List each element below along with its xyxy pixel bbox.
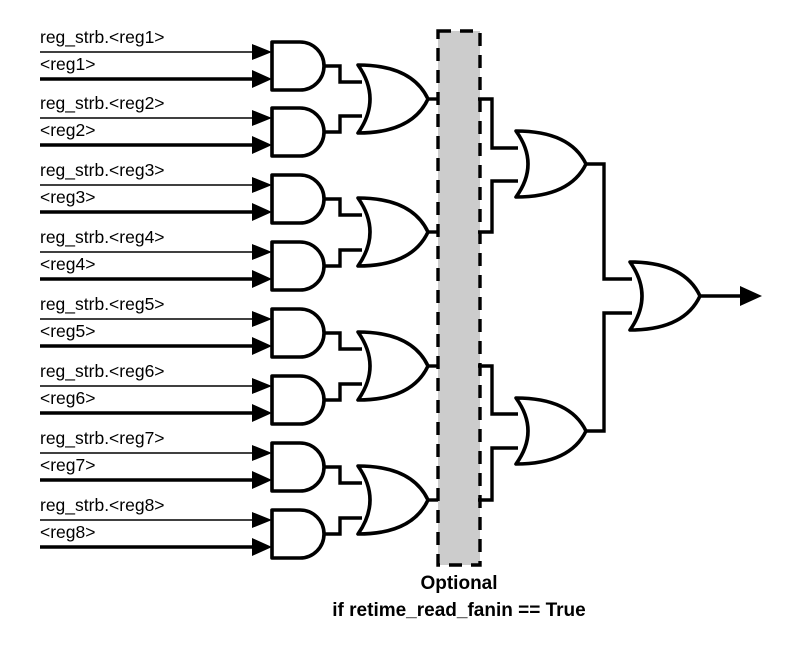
input-strobe-label-3: reg_strb.<reg3> <box>40 160 165 181</box>
and-gate-8 <box>270 508 326 560</box>
input-data-label-7: <reg7> <box>40 455 95 475</box>
wire-and5-to-or3 <box>324 331 362 351</box>
input-group-7: reg_strb.<reg7> <reg7> <box>40 428 272 489</box>
input-data-label-4: <reg4> <box>40 254 95 274</box>
input-data-arrow-4 <box>252 270 272 288</box>
optional-caption-line1: Optional <box>420 573 497 594</box>
input-strobe-label-7: reg_strb.<reg7> <box>40 428 165 449</box>
input-strobe-arrow-3 <box>252 177 272 193</box>
input-group-8: reg_strb.<reg8> <reg8> <box>40 495 272 556</box>
or-gate-stage1-2 <box>356 196 430 268</box>
input-data-arrow-7 <box>252 471 272 489</box>
wire-and8-to-or4 <box>324 516 362 536</box>
input-strobe-arrow-8 <box>252 512 272 528</box>
input-data-label-5: <reg5> <box>40 321 95 341</box>
input-strobe-label-2: reg_strb.<reg2> <box>40 93 165 114</box>
input-strobe-label-6: reg_strb.<reg6> <box>40 361 165 382</box>
and-gate-1 <box>270 40 326 92</box>
wire-and6-to-or3 <box>324 382 362 402</box>
wire-and3-to-or2 <box>324 197 362 217</box>
input-strobe-arrow-2 <box>252 110 272 126</box>
and-gate-6 <box>270 374 326 426</box>
and-gate-5 <box>270 307 326 359</box>
or-gate-stage1-3 <box>356 330 430 402</box>
input-data-arrow-6 <box>252 404 272 422</box>
wire-or5-to-or7-in1 <box>584 162 632 281</box>
output-arrow <box>740 286 762 306</box>
input-data-label-8: <reg8> <box>40 522 95 542</box>
wire-box-to-or6-in1 <box>478 364 518 416</box>
wire-box-to-or5-in1 <box>478 97 518 150</box>
input-strobe-label-8: reg_strb.<reg8> <box>40 495 165 516</box>
input-data-label-1: <reg1> <box>40 54 95 74</box>
input-strobe-arrow-5 <box>252 311 272 327</box>
wire-and7-to-or4 <box>324 465 362 485</box>
wire-and2-to-or1 <box>324 114 362 134</box>
input-strobe-arrow-1 <box>252 44 272 60</box>
input-data-arrow-3 <box>252 203 272 221</box>
wire-and1-to-or1 <box>324 64 362 84</box>
input-strobe-label-1: reg_strb.<reg1> <box>40 27 165 48</box>
or-gate-final <box>628 260 702 332</box>
or-gate-stage1-1 <box>356 63 430 135</box>
input-strobe-arrow-4 <box>252 244 272 260</box>
and-gate-4 <box>270 240 326 292</box>
wire-and4-to-or2 <box>324 248 362 268</box>
input-data-arrow-1 <box>252 70 272 88</box>
input-data-label-6: <reg6> <box>40 388 95 408</box>
input-group-1: reg_strb.<reg1> <reg1> <box>40 27 272 88</box>
wire-box-to-or6-in2 <box>478 446 518 502</box>
input-group-5: reg_strb.<reg5> <reg5> <box>40 294 272 355</box>
and-gate-2 <box>270 106 326 158</box>
input-strobe-label-5: reg_strb.<reg5> <box>40 294 165 315</box>
input-data-arrow-5 <box>252 337 272 355</box>
input-group-2: reg_strb.<reg2> <reg2> <box>40 93 272 154</box>
input-group-6: reg_strb.<reg6> <reg6> <box>40 361 272 422</box>
input-group-3: reg_strb.<reg3> <reg3> <box>40 160 272 221</box>
input-strobe-arrow-7 <box>252 445 272 461</box>
and-gate-3 <box>270 173 326 225</box>
wire-box-to-or5-in2 <box>478 179 518 234</box>
wire-or6-to-or7-in2 <box>584 311 632 433</box>
or-gate-stage1-4 <box>356 464 430 536</box>
or-gate-stage2-1 <box>514 129 588 199</box>
optional-caption-line2: if retime_read_fanin == True <box>332 600 585 621</box>
and-gate-7 <box>270 441 326 493</box>
input-strobe-arrow-6 <box>252 378 272 394</box>
input-strobe-label-4: reg_strb.<reg4> <box>40 227 165 248</box>
optional-retime-box <box>436 29 482 567</box>
input-data-label-3: <reg3> <box>40 187 95 207</box>
input-data-arrow-8 <box>252 538 272 556</box>
or-gate-stage2-2 <box>514 396 588 466</box>
input-data-arrow-2 <box>252 136 272 154</box>
input-group-4: reg_strb.<reg4> <reg4> <box>40 227 272 288</box>
input-data-label-2: <reg2> <box>40 120 95 140</box>
